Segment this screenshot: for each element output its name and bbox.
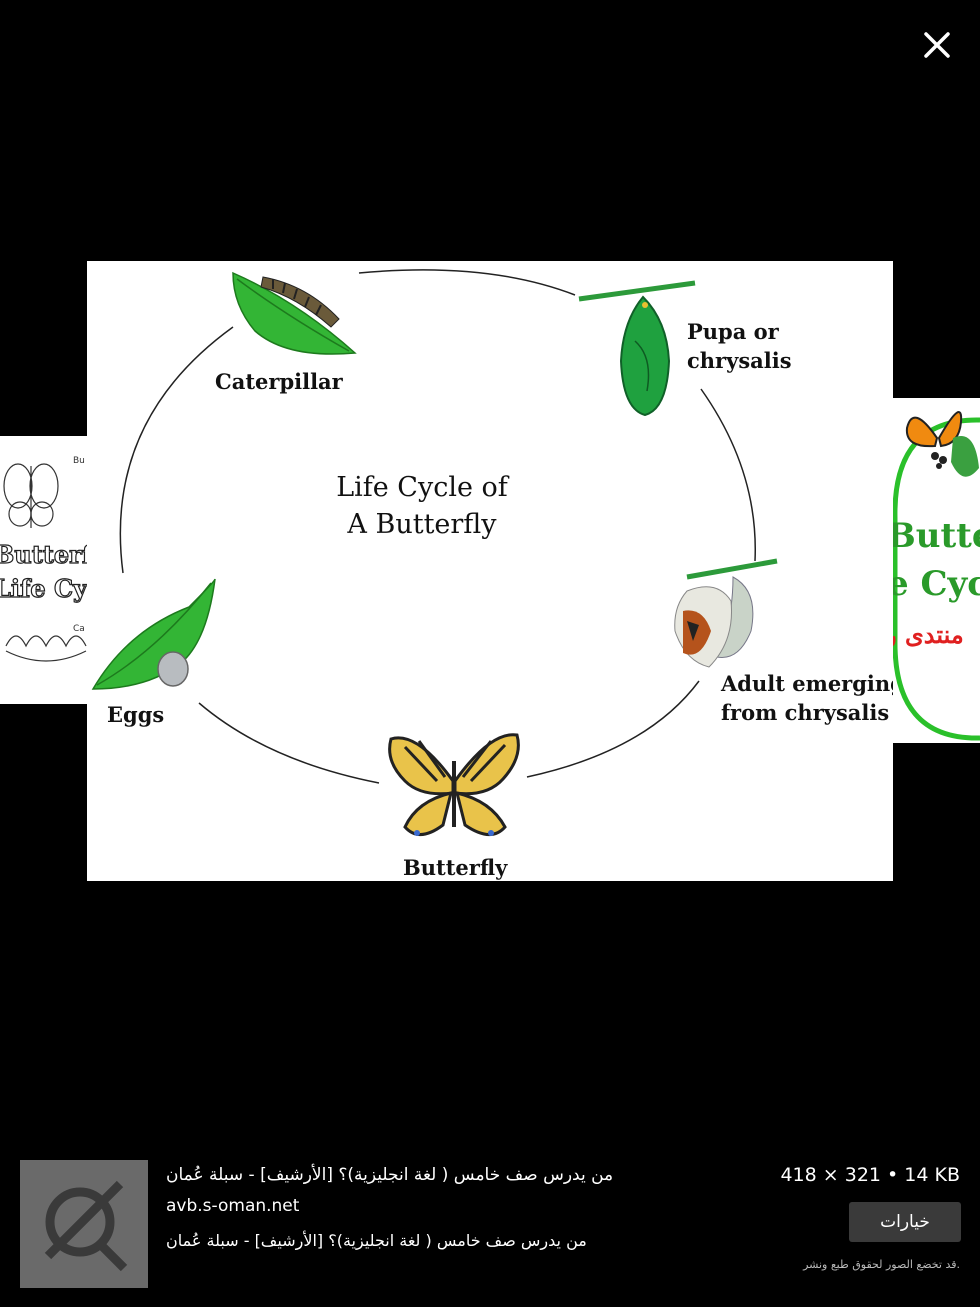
- next-image-thumbnail[interactable]: Butterfl e Cyc منتدى ر: [893, 398, 980, 743]
- thumbnail-title-line2: Life Cycle: [0, 574, 88, 603]
- stage-label-pupa-line1: Pupa or: [687, 317, 779, 346]
- cycle-arc: [701, 389, 755, 561]
- stage-label-adult-line2: from chrysalis: [721, 698, 889, 727]
- diagram-title-line2: A Butterfly: [287, 506, 557, 543]
- source-page-title[interactable]: من يدرس صف خامس ( لغة انجليزية)؟ [الأرشي…: [166, 1165, 613, 1185]
- image-dimensions: 418 × 321 • 14 KB: [780, 1164, 960, 1186]
- caterpillar-icon: [233, 273, 355, 354]
- eggs-on-leaf-icon: [93, 579, 215, 689]
- close-button[interactable]: [918, 26, 956, 64]
- cycle-arc: [527, 681, 699, 777]
- thumbnail-title-line1: Butterfl: [893, 516, 980, 556]
- source-domain[interactable]: avb.s-oman.net: [166, 1196, 299, 1216]
- stage-label-butterfly: Butterfly: [403, 853, 507, 881]
- copyright-notice: قد تخضع الصور لحقوق طبع ونشر.: [803, 1258, 960, 1271]
- thumbnail-tag: Ca: [73, 624, 85, 634]
- image-caption: من يدرس صف خامس ( لغة انجليزية)؟ [الأرشي…: [166, 1231, 587, 1250]
- close-icon: [918, 26, 956, 64]
- options-button[interactable]: خيارات: [849, 1202, 961, 1242]
- butterfly-outline-icon: [0, 436, 88, 704]
- source-thumbnail[interactable]: [20, 1160, 148, 1288]
- stage-label-adult-line1: Adult emerging: [721, 669, 893, 698]
- main-image[interactable]: Life Cycle of A Butterfly Caterpillar Pu…: [87, 261, 893, 881]
- swallowtail-butterfly-icon: [390, 735, 519, 836]
- previous-image-thumbnail[interactable]: Butterfly Life Cycle Bu Ca: [0, 436, 88, 704]
- cycle-arc: [120, 327, 233, 573]
- thumbnail-title-line1: Butterfly: [0, 540, 88, 569]
- emerging-butterfly-icon: [675, 561, 777, 667]
- stage-label-caterpillar: Caterpillar: [215, 367, 343, 396]
- cycle-arc: [199, 703, 379, 783]
- thumbnail-tag: Bu: [73, 456, 85, 466]
- thumbnail-subtitle: منتدى ر: [893, 620, 964, 649]
- diagram-title: Life Cycle of A Butterfly: [287, 469, 557, 543]
- chrysalis-icon: [579, 283, 695, 415]
- stage-label-eggs: Eggs: [107, 700, 164, 729]
- image-unavailable-icon: [20, 1160, 148, 1288]
- cycle-arc: [359, 270, 575, 295]
- diagram-title-line1: Life Cycle of: [287, 469, 557, 506]
- thumbnail-title-line2: e Cyc: [893, 564, 980, 604]
- stage-label-pupa-line2: chrysalis: [687, 346, 792, 375]
